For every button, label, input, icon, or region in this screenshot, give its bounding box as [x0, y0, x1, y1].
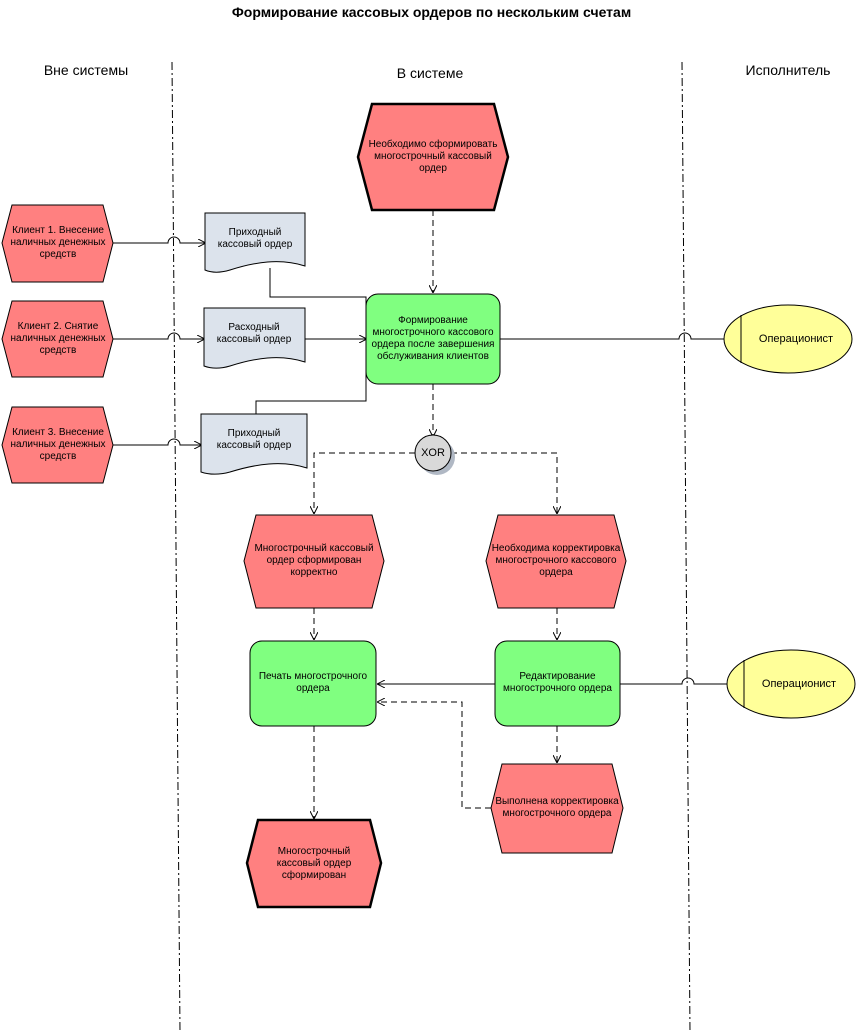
doc3-shape: [200, 413, 308, 475]
needfix-event-label: Необходима корректировка многострочного …: [491, 543, 621, 578]
connector-client1-doc1: [112, 236, 205, 243]
fixdone-event-shape: [490, 763, 624, 854]
doc2-shape: [203, 307, 306, 369]
xor-gateway-shape: [414, 434, 452, 472]
connector-xor-correct: [314, 452, 415, 513]
edit-function-label: Редактирование многострочного ордера: [503, 671, 612, 694]
start-event-label: Необходимо сформировать многострочный ка…: [368, 139, 498, 174]
needfix-event-shape: [485, 514, 627, 609]
client3-event-shape: [1, 406, 114, 484]
connector-client3-doc3: [112, 438, 201, 445]
connector-client2-doc2: [112, 332, 204, 339]
doc1-label: Приходный кассовый ордер: [217, 227, 293, 250]
lane-divider-left: [171, 61, 181, 1033]
diagram-title: Формирование кассовых ордеров по несколь…: [231, 4, 632, 20]
fixdone-event-label: Выполнена корректировка многострочного о…: [495, 796, 619, 819]
connector-fixdone-print: [378, 702, 491, 809]
form-function-label: Формирование многострочного кассового ор…: [371, 315, 495, 362]
xor-gateway-label: XOR: [421, 447, 445, 459]
start-event-shape: [356, 102, 510, 212]
print-function-shape: [249, 640, 377, 727]
lane-header-inside: В системе: [396, 65, 464, 81]
client1-event-shape: [1, 204, 114, 283]
end-event-label: Многострочный кассовый ордер сформирован: [276, 846, 352, 881]
role2-label: Операционист: [761, 678, 837, 690]
connector-function-role1: [500, 332, 724, 340]
role2-shape: [726, 649, 856, 719]
connector-xor-needfix: [451, 452, 557, 513]
lane-divider-right: [681, 61, 691, 1033]
correct-event-label: Многострочный кассовый ордер сформирован…: [254, 543, 374, 578]
connector-edit-role2: [620, 677, 727, 685]
end-event-shape: [245, 818, 383, 909]
client2-event-label: Клиент 2. Снятие наличных денежных средс…: [10, 321, 106, 356]
role1-label: Операционист: [758, 333, 834, 345]
doc2-label: Расходный кассовый ордер: [216, 322, 292, 345]
lane-header-performer: Исполнитель: [745, 62, 831, 78]
doc3-label: Приходный кассовый ордер: [216, 428, 292, 451]
edit-function-shape: [494, 640, 621, 727]
print-function-label: Печать многострочного ордера: [258, 671, 368, 694]
client2-event-shape: [1, 300, 114, 378]
client1-event-label: Клиент 1. Внесение наличных денежных сре…: [10, 225, 106, 260]
correct-event-shape: [243, 514, 385, 609]
doc1-shape: [204, 212, 306, 273]
form-function-shape: [365, 293, 501, 385]
lane-header-outside: Вне системы: [43, 62, 129, 78]
client3-event-label: Клиент 3. Внесение наличных денежных сре…: [10, 427, 106, 462]
role1-shape: [723, 304, 853, 374]
